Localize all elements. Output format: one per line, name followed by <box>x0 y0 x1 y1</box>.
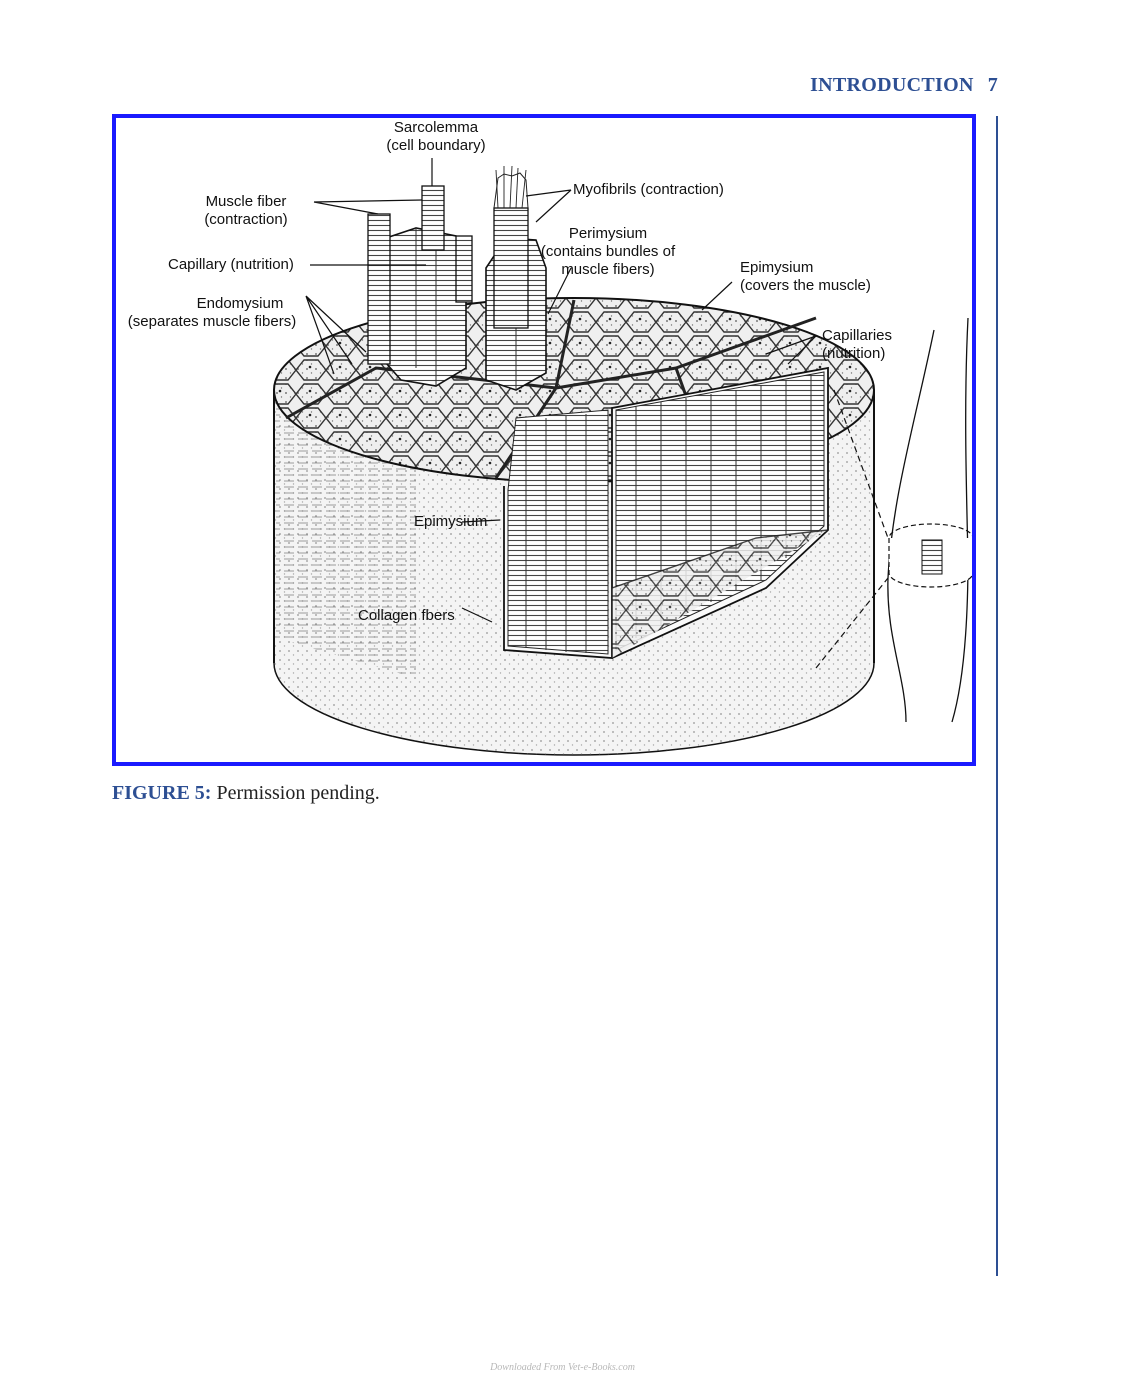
muscle-fibers-protruding <box>367 165 529 365</box>
figure-number: FIGURE 5: <box>112 782 212 804</box>
caption-text: Permission pending. <box>216 782 380 804</box>
figure-caption: FIGURE 5: Permission pending. <box>112 782 380 805</box>
margin-rule <box>996 116 998 1276</box>
page-number: 7 <box>987 74 998 96</box>
figure-frame: Sarcolemma (cell boundary) Muscle fiber … <box>112 114 976 766</box>
leg-inset <box>815 317 972 723</box>
label-muscle-fiber: Muscle fiber <box>206 193 287 210</box>
muscle-structure-illustration: Sarcolemma (cell boundary) Muscle fiber … <box>128 119 972 756</box>
label-capillary: Capillary (nutrition) <box>168 256 294 273</box>
muscle-cylinder <box>273 297 875 756</box>
label-capillaries-note: (nutrition) <box>822 345 885 362</box>
label-muscle-fiber-note: (contraction) <box>204 211 287 228</box>
label-endomysium: Endomysium <box>197 295 284 312</box>
running-head: INTRODUCTION 7 <box>600 74 998 97</box>
label-myofibrils: Myofibrils (contraction) <box>573 181 724 198</box>
label-sarcolemma: Sarcolemma <box>394 119 479 136</box>
section-title: INTRODUCTION <box>810 74 974 96</box>
label-perimysium-note-2: muscle fibers) <box>561 261 654 278</box>
label-epimysium-top-note: (covers the muscle) <box>740 277 871 294</box>
label-collagen: Collagen fbers <box>358 607 455 624</box>
label-perimysium-note-1: (contains bundles of <box>541 243 676 260</box>
figure-labels: Sarcolemma (cell boundary) Muscle fiber … <box>128 119 892 624</box>
label-epimysium-top: Epimysium <box>740 259 813 276</box>
label-epimysium-side: Epimysium <box>414 513 487 530</box>
label-sarcolemma-note: (cell boundary) <box>386 137 485 154</box>
label-endomysium-note: (separates muscle fibers) <box>128 313 296 330</box>
leader-lines <box>305 158 817 623</box>
label-perimysium: Perimysium <box>569 225 647 242</box>
footer-credit: Downloaded From Vet-e-Books.com <box>490 1362 635 1373</box>
label-capillaries: Capillaries <box>822 327 892 344</box>
